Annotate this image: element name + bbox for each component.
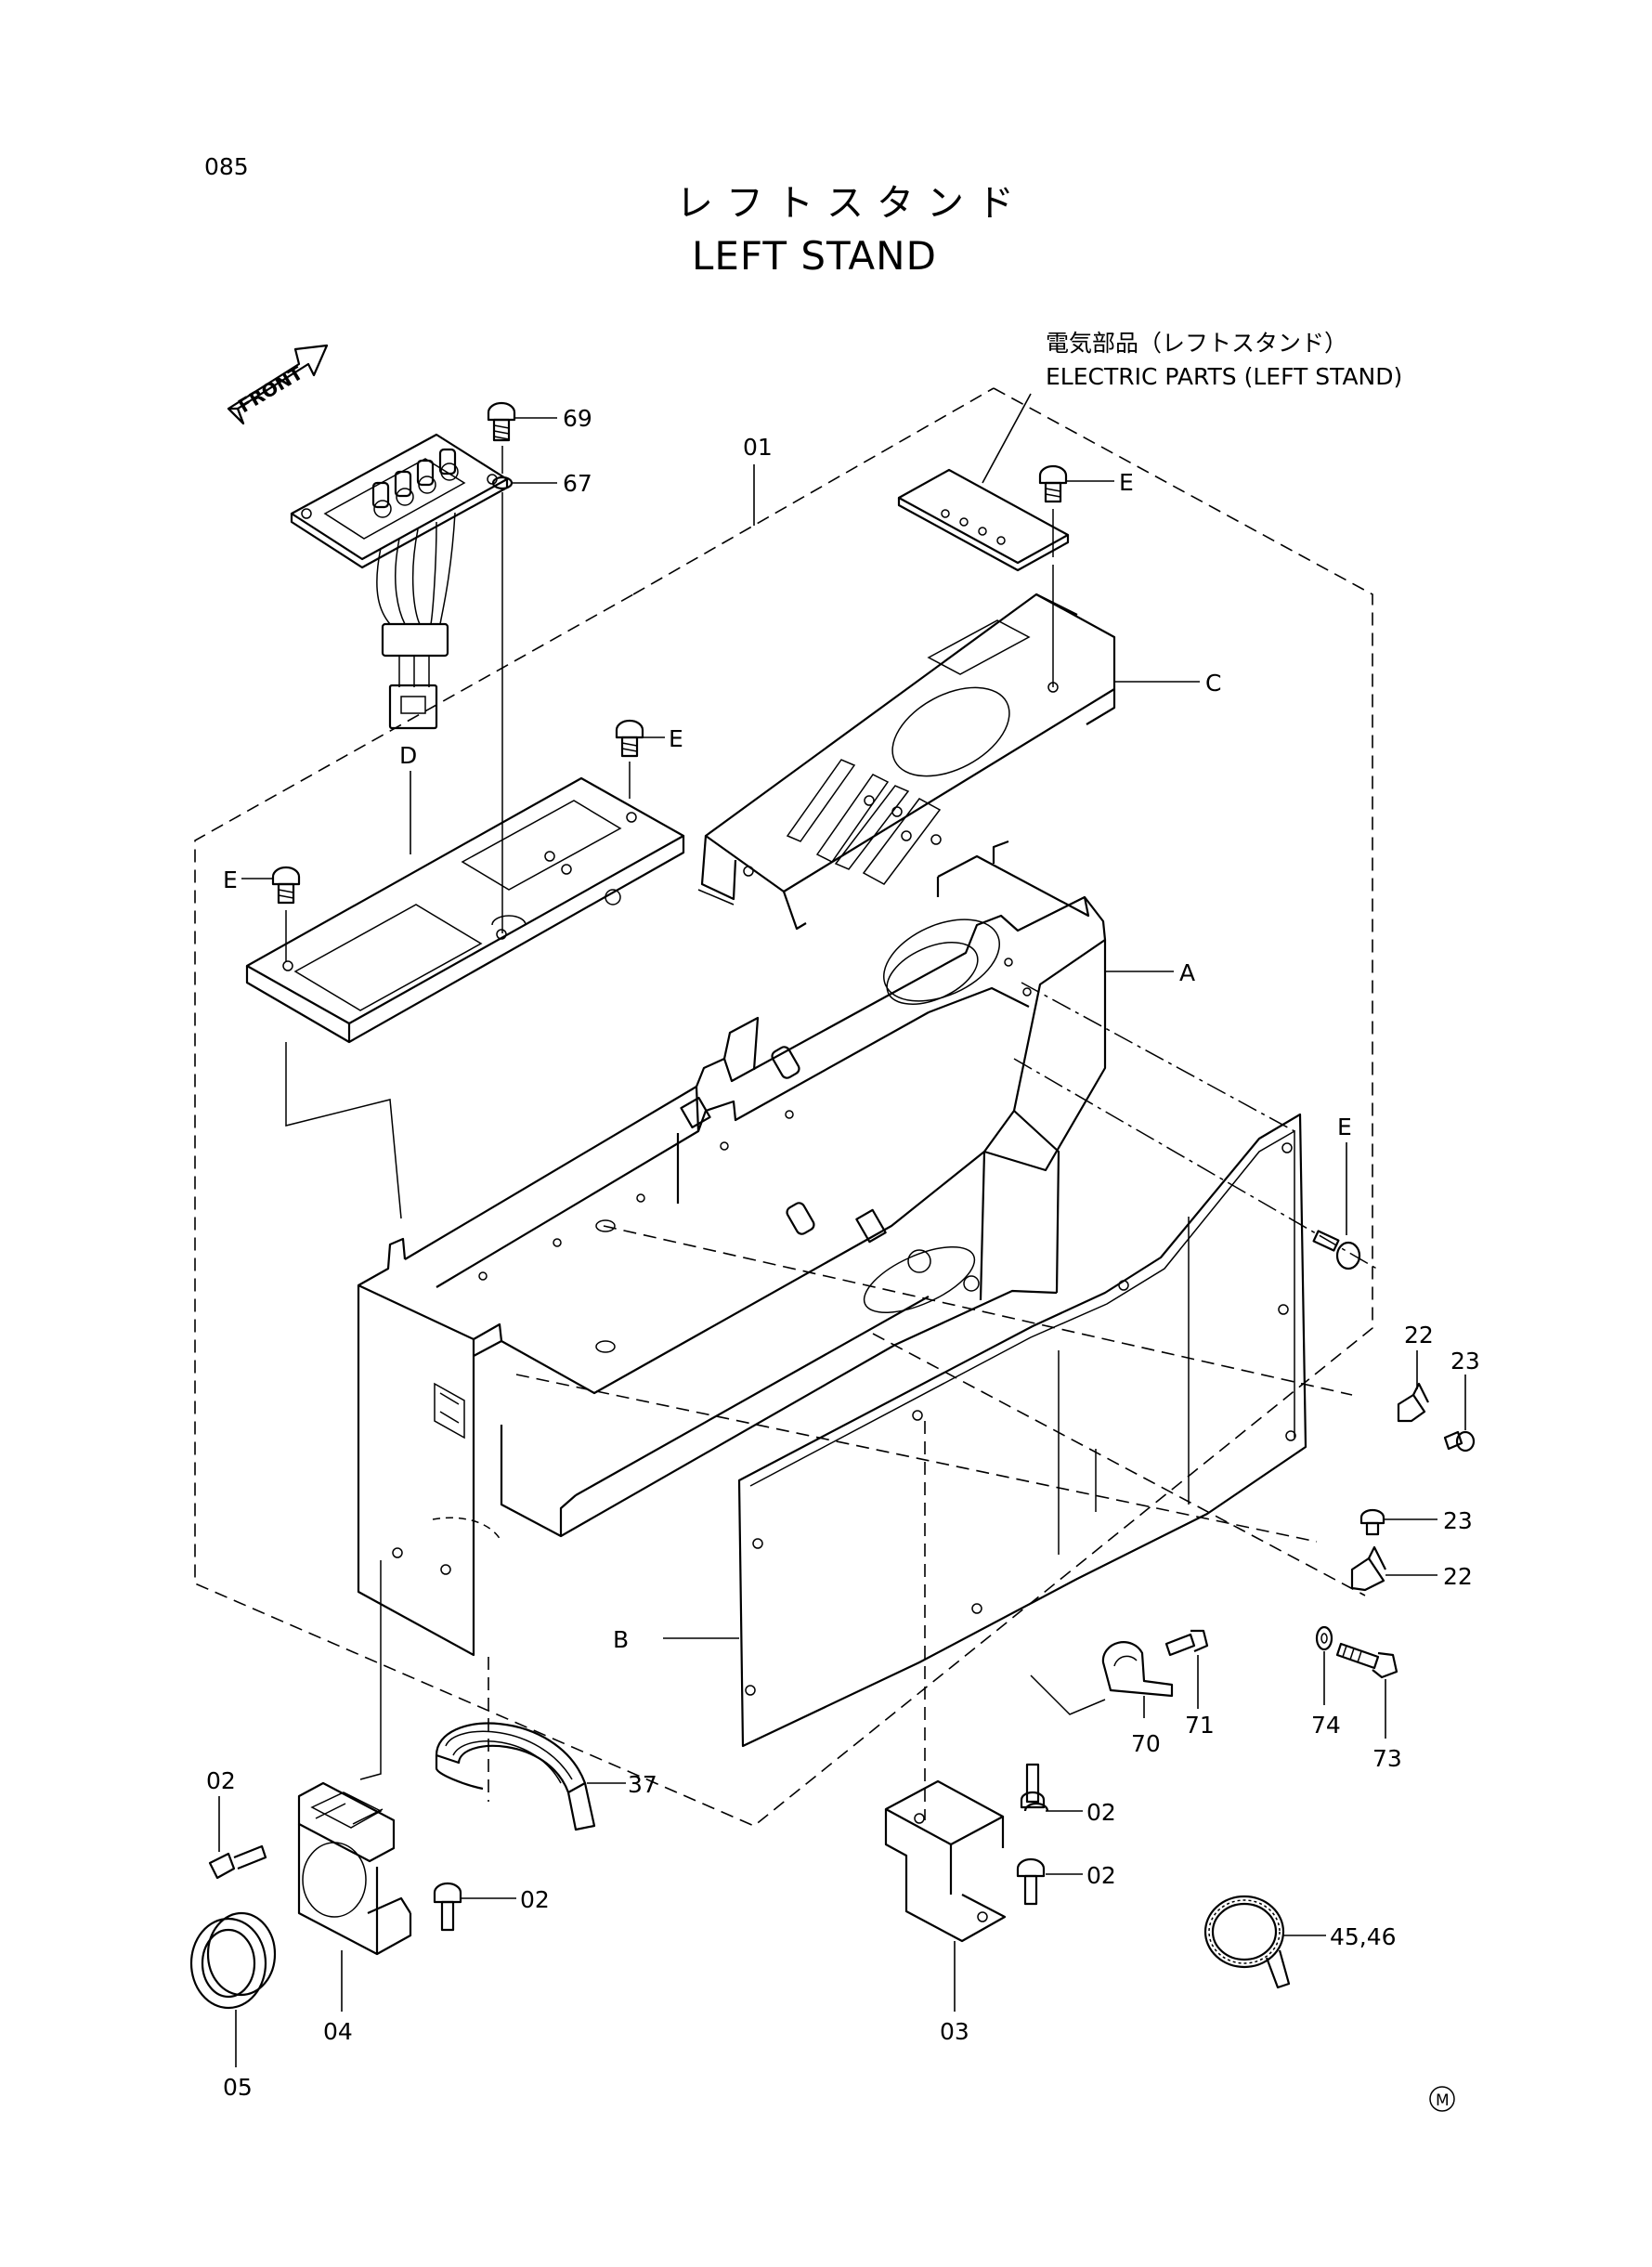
page-number: 085 [204, 153, 249, 180]
m-mark-icon: M [1429, 2086, 1455, 2112]
bolt-02-lower-right [1016, 1857, 1083, 1906]
label-70: 70 [1131, 1730, 1161, 1757]
clip-22-upper [1397, 1350, 1429, 1423]
side-cover-d [245, 776, 685, 1044]
bolt-02-left [208, 1796, 267, 1880]
title-english: LEFT STAND [692, 233, 937, 279]
label-02-left: 02 [206, 1767, 236, 1794]
screw-e-top [1038, 464, 1114, 503]
label-22-lower: 22 [1443, 1563, 1473, 1590]
label-a: A [1179, 959, 1195, 986]
front-arrow-icon: FRONT [227, 344, 329, 425]
label-d: D [399, 742, 417, 769]
label-e-top: E [1119, 469, 1134, 496]
m-mark-label: M [1436, 2091, 1450, 2110]
label-02-mid: 02 [520, 1886, 550, 1913]
label-04: 04 [323, 2018, 353, 2045]
assembly-boundary-01 [194, 387, 1373, 1827]
hose-clamp-45-46 [1203, 1895, 1326, 1989]
label-01: 01 [743, 434, 773, 461]
clamp-70 [1030, 1641, 1174, 1718]
label-b: B [613, 1626, 629, 1653]
upper-console-c [697, 593, 1116, 931]
bracket-04 [297, 1781, 412, 1956]
screw-e-right [1312, 1142, 1361, 1270]
bracket-03 [884, 1779, 1007, 1943]
callout-electric-parts-en: ELECTRIC PARTS (LEFT STAND) [1046, 363, 1402, 390]
label-45-46: 45,46 [1330, 1923, 1397, 1950]
screw-e-mid [615, 719, 665, 758]
callout-electric-parts-jp: 電気部品（レフトスタンド） [1046, 330, 1347, 357]
bolt-73 [1335, 1642, 1398, 1739]
label-73: 73 [1372, 1745, 1402, 1772]
clip-22-lower [1350, 1545, 1437, 1592]
grommet-37 [435, 1722, 596, 1831]
switch-panel [290, 433, 509, 730]
label-e-mid: E [669, 725, 683, 752]
title-japanese: レフトスタンド [676, 182, 1027, 225]
side-panel-b [737, 1113, 1307, 1748]
label-03: 03 [940, 2018, 969, 2045]
label-02-upper-right: 02 [1086, 1799, 1116, 1826]
electric-cover-plate [897, 468, 1070, 572]
label-74: 74 [1311, 1712, 1341, 1739]
screw-e-left [241, 866, 301, 905]
front-badge-label: FRONT [234, 361, 306, 417]
bolt-71 [1164, 1629, 1209, 1709]
screw-69 [487, 401, 557, 442]
label-71: 71 [1185, 1712, 1215, 1739]
label-02-lower-right: 02 [1086, 1862, 1116, 1889]
screw-23-upper [1443, 1375, 1476, 1453]
label-37: 37 [628, 1771, 657, 1798]
label-e-left: E [223, 866, 238, 893]
callout-leader [982, 393, 1032, 484]
label-c: C [1205, 670, 1221, 697]
label-e-right: E [1337, 1114, 1352, 1140]
main-stand-a [357, 840, 1107, 1657]
label-05: 05 [223, 2074, 253, 2101]
bolt-02-mid [433, 1882, 516, 1932]
label-67: 67 [563, 470, 592, 497]
label-23-upper: 23 [1450, 1348, 1480, 1375]
washer-67 [491, 476, 557, 490]
screw-23-lower [1359, 1508, 1437, 1536]
washer-74 [1315, 1625, 1333, 1705]
label-22-upper: 22 [1404, 1322, 1434, 1348]
label-23-lower: 23 [1443, 1507, 1473, 1534]
seal-ring-05 [189, 1911, 277, 2067]
label-69: 69 [563, 405, 592, 432]
bolt-02-upper-right [1020, 1763, 1083, 1812]
